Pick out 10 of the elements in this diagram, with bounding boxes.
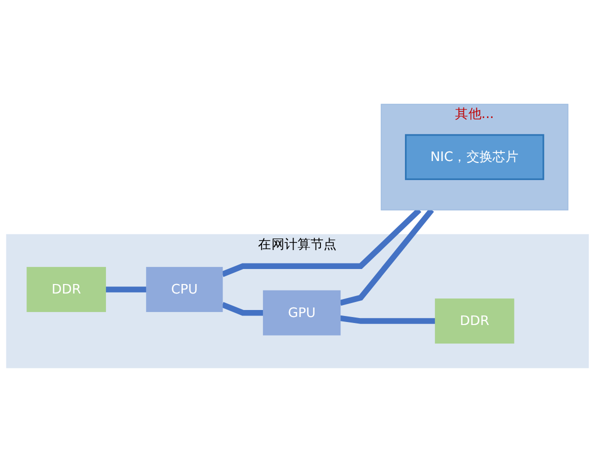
connector: [340, 315, 436, 324]
connector: [221, 208, 422, 277]
node-box: CPU: [146, 266, 223, 312]
node-box: DDR: [26, 266, 106, 312]
node-box: GPU: [262, 290, 341, 336]
connector: [106, 286, 147, 292]
connector: [340, 208, 434, 306]
node-box: NIC，交换芯片: [404, 134, 544, 180]
connector: [221, 302, 264, 316]
node-box: DDR: [434, 298, 514, 344]
